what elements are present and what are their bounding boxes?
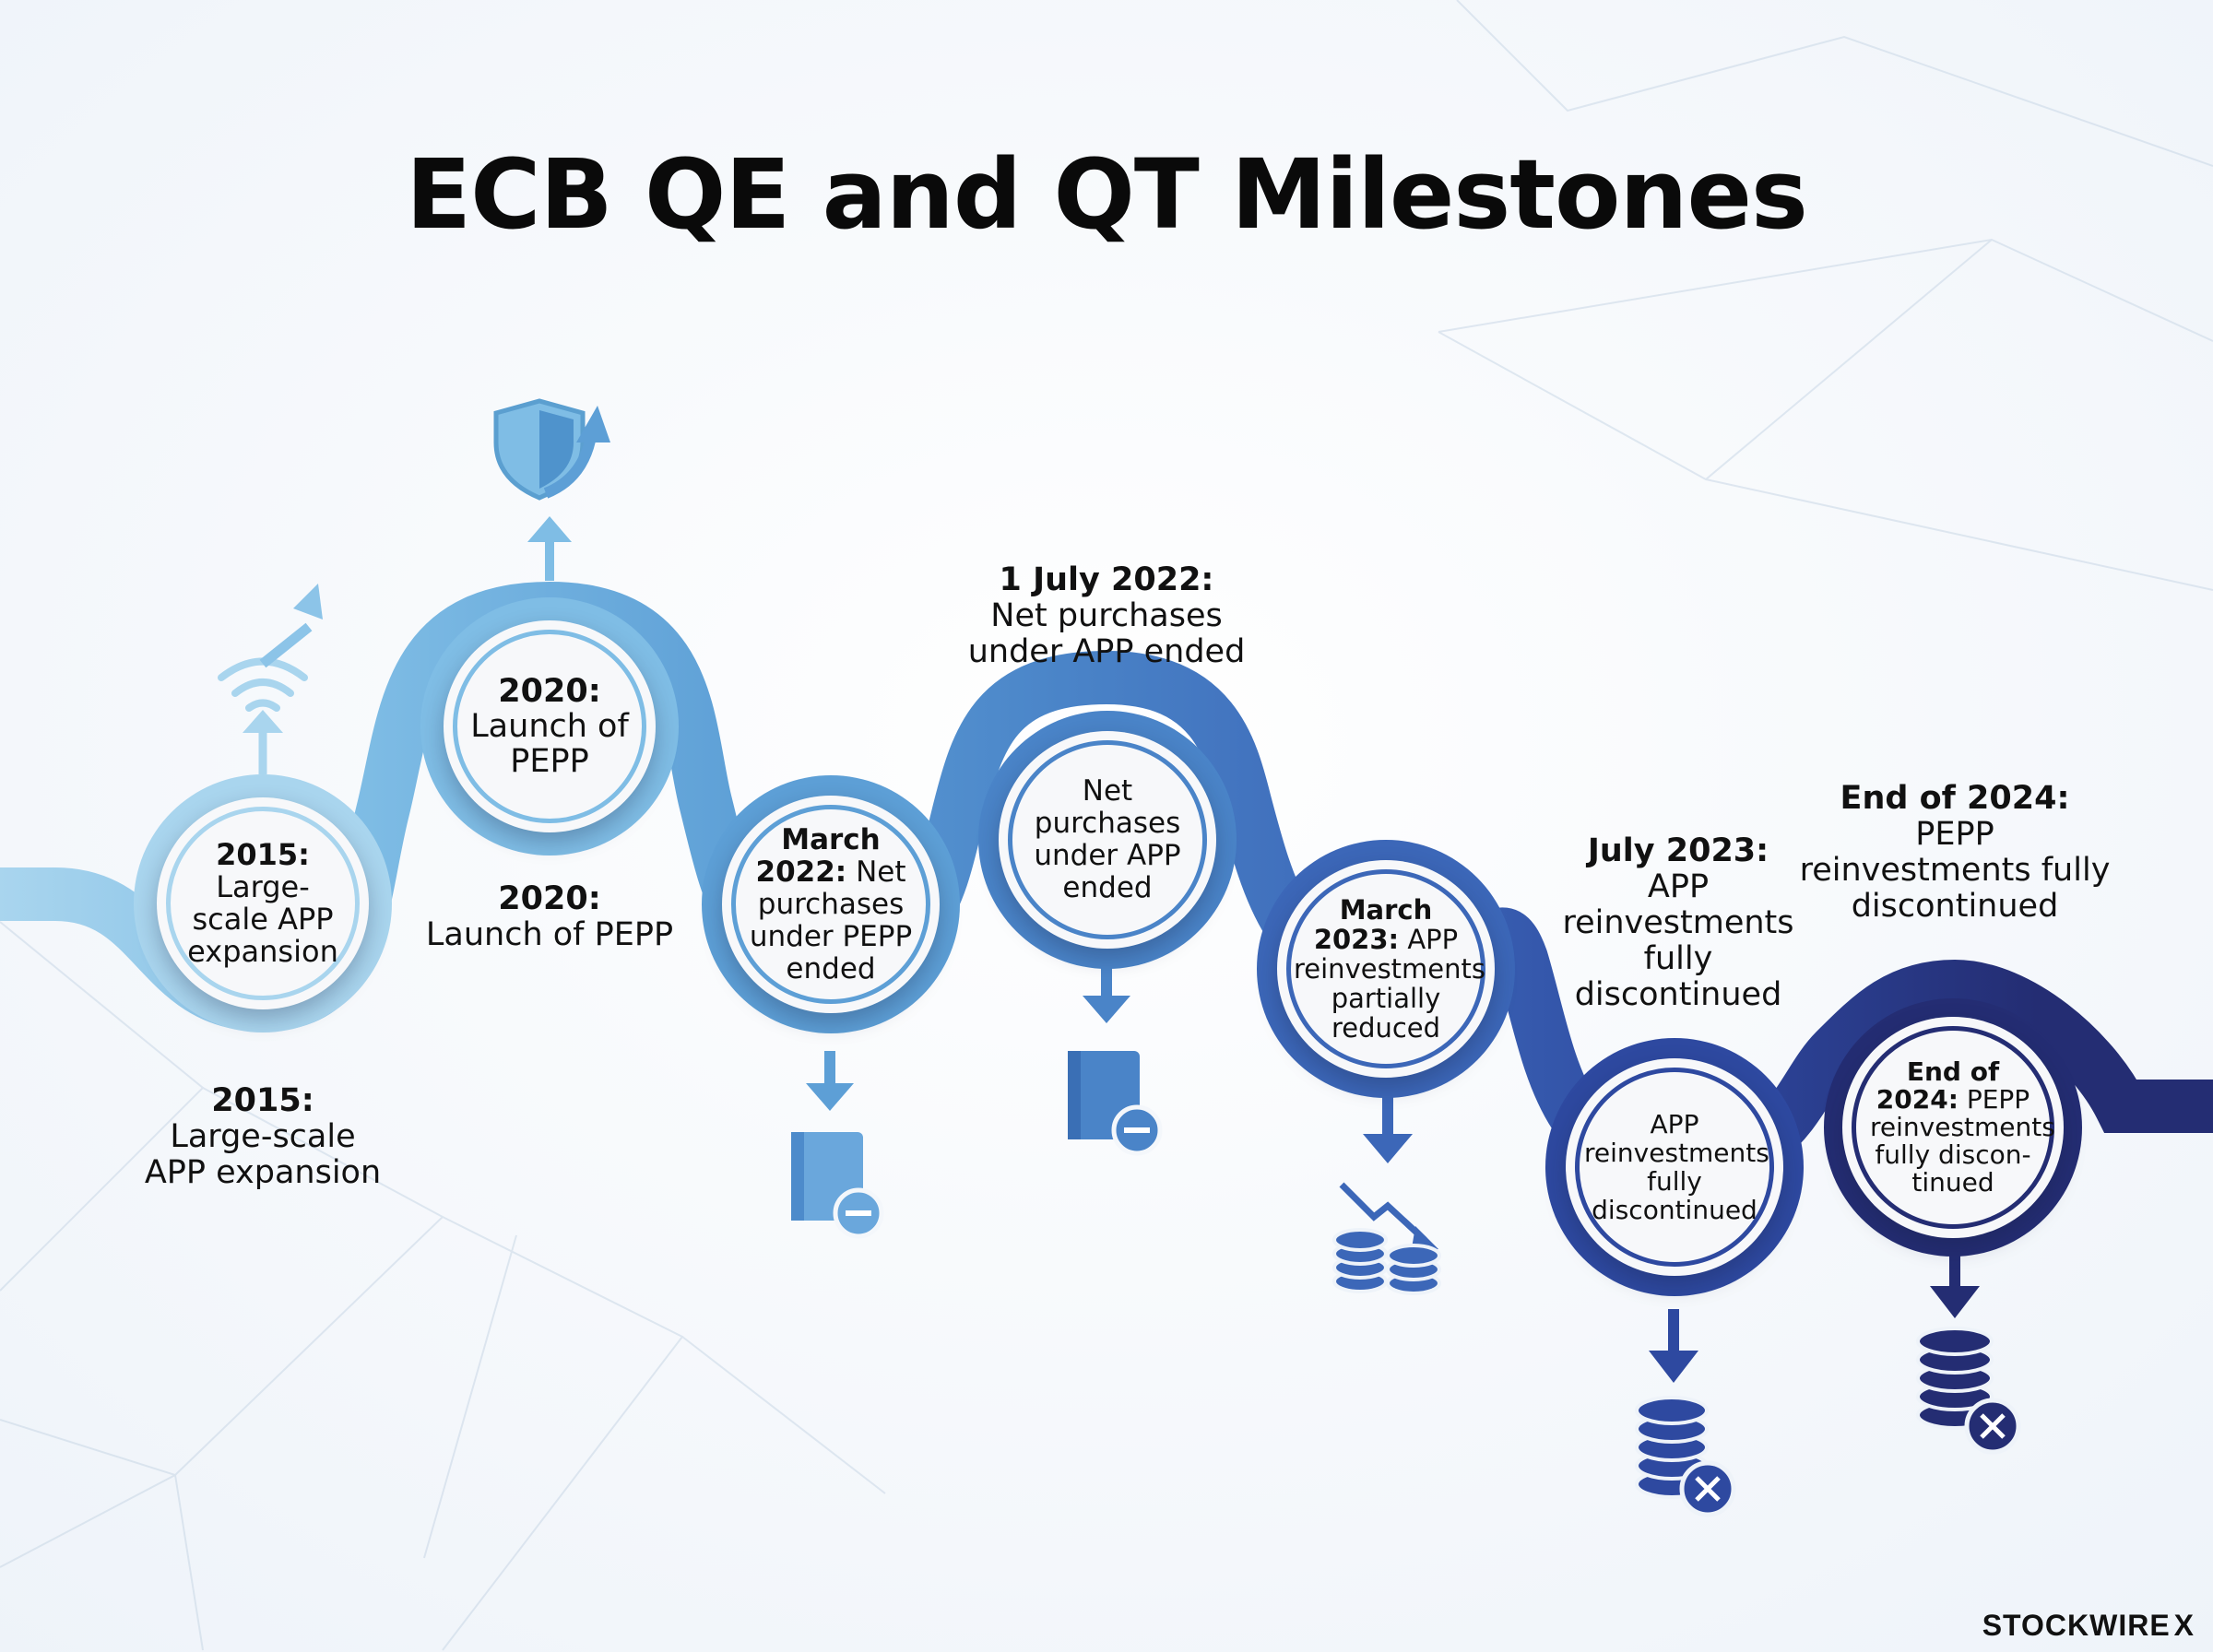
label-year: 1 July 2022:: [999, 561, 1214, 598]
disc-text: Net purchases under APP ended: [1034, 774, 1181, 904]
disc-inner-ring: [1575, 1068, 1774, 1267]
disc-year: End of 2024:: [1876, 1056, 2000, 1115]
label-line: Large-scale: [170, 1118, 356, 1155]
label-line: reinvestments: [1562, 904, 1794, 941]
milestone-disc-july-2022: Net purchases under APP ended: [999, 731, 1216, 949]
disc-inner-ring: [731, 805, 930, 1004]
disc-text: Net purchases under PEPP ended: [749, 855, 913, 985]
shield-up-arrow-icon: [493, 398, 610, 581]
label-line: under APP ended: [967, 633, 1246, 670]
disc-text: PEPP reinvestments fully discon-tinued: [1870, 1084, 2055, 1198]
disc-text: Launch of PEPP: [470, 708, 629, 780]
label-2015: 2015: Large-scale APP expansion: [124, 1083, 401, 1191]
disc-year: March 2023:: [1313, 894, 1433, 955]
wireless-signal-up-arrow-icon: [218, 584, 323, 774]
milestone-disc-end-2024: End of 2024: PEPP reinvestments fully di…: [1842, 1017, 2064, 1238]
label-line: APP expansion: [144, 1154, 382, 1191]
milestone-disc-march-2022: March 2022: Net purchases under PEPP end…: [722, 796, 940, 1013]
disc-year: 2015:: [216, 837, 310, 872]
page-title: ECB QE and QT Milestones: [406, 138, 1808, 251]
disc-inner-ring: [453, 630, 646, 823]
label-2020: 2020: Launch of PEPP: [406, 881, 693, 953]
disc-inner-ring: [1286, 869, 1485, 1068]
disc-year: 2020:: [498, 673, 601, 710]
ledger-minus-icon-2: [1068, 959, 1163, 1156]
brand-name: STOCKWIRE: [1982, 1609, 2171, 1642]
label-line: discontinued: [1574, 976, 1782, 1013]
label-year: 2020:: [498, 880, 601, 917]
coin-stack-cancel-icon-2: [1916, 1254, 2021, 1455]
milestone-icons: [218, 398, 2021, 1517]
label-end-2024: End of 2024: PEPP reinvestments fully di…: [1789, 781, 2121, 925]
brand-mark: X: [2173, 1609, 2195, 1642]
coin-stack-cancel-icon-1: [1635, 1309, 1736, 1517]
label-line: APP: [1647, 868, 1710, 905]
label-line: Launch of PEPP: [425, 916, 674, 953]
milestone-disc-july-2023: APP reinvestments fully discontinued: [1566, 1058, 1783, 1276]
disc-text: APP reinvestments partially reduced: [1294, 924, 1485, 1044]
label-line: PEPP: [1915, 816, 1994, 853]
disc-text: APP reinvestments fully discontinued: [1584, 1109, 1769, 1225]
label-line: reinvestments fully: [1799, 852, 2111, 889]
disc-year: March 2022:: [755, 822, 881, 889]
disc-text: Large-scale APP expansion: [187, 869, 338, 969]
label-year: July 2023:: [1587, 832, 1769, 869]
disc-inner-ring: [1852, 1026, 2054, 1229]
milestone-disc-march-2023: March 2023: APP reinvestments partially …: [1277, 860, 1495, 1078]
label-line: fully: [1643, 940, 1713, 977]
milestone-disc-2020: 2020: Launch of PEPP: [444, 620, 656, 832]
milestone-disc-2015: 2015: Large-scale APP expansion: [157, 797, 369, 1009]
ledger-minus-icon-1: [791, 1051, 884, 1239]
disc-inner-ring: [1008, 740, 1207, 939]
coins-down-trend-icon: [1332, 1088, 1441, 1295]
label-year: End of 2024:: [1840, 780, 2070, 817]
label-line: discontinued: [1851, 888, 2059, 925]
disc-inner-ring: [166, 807, 360, 1000]
label-year: 2015:: [211, 1082, 314, 1119]
label-line: Net purchases: [990, 597, 1223, 634]
label-july-2023: July 2023: APP reinvestments fully disco…: [1549, 833, 1807, 1013]
label-1-july-2022: 1 July 2022: Net purchases under APP end…: [950, 562, 1263, 670]
